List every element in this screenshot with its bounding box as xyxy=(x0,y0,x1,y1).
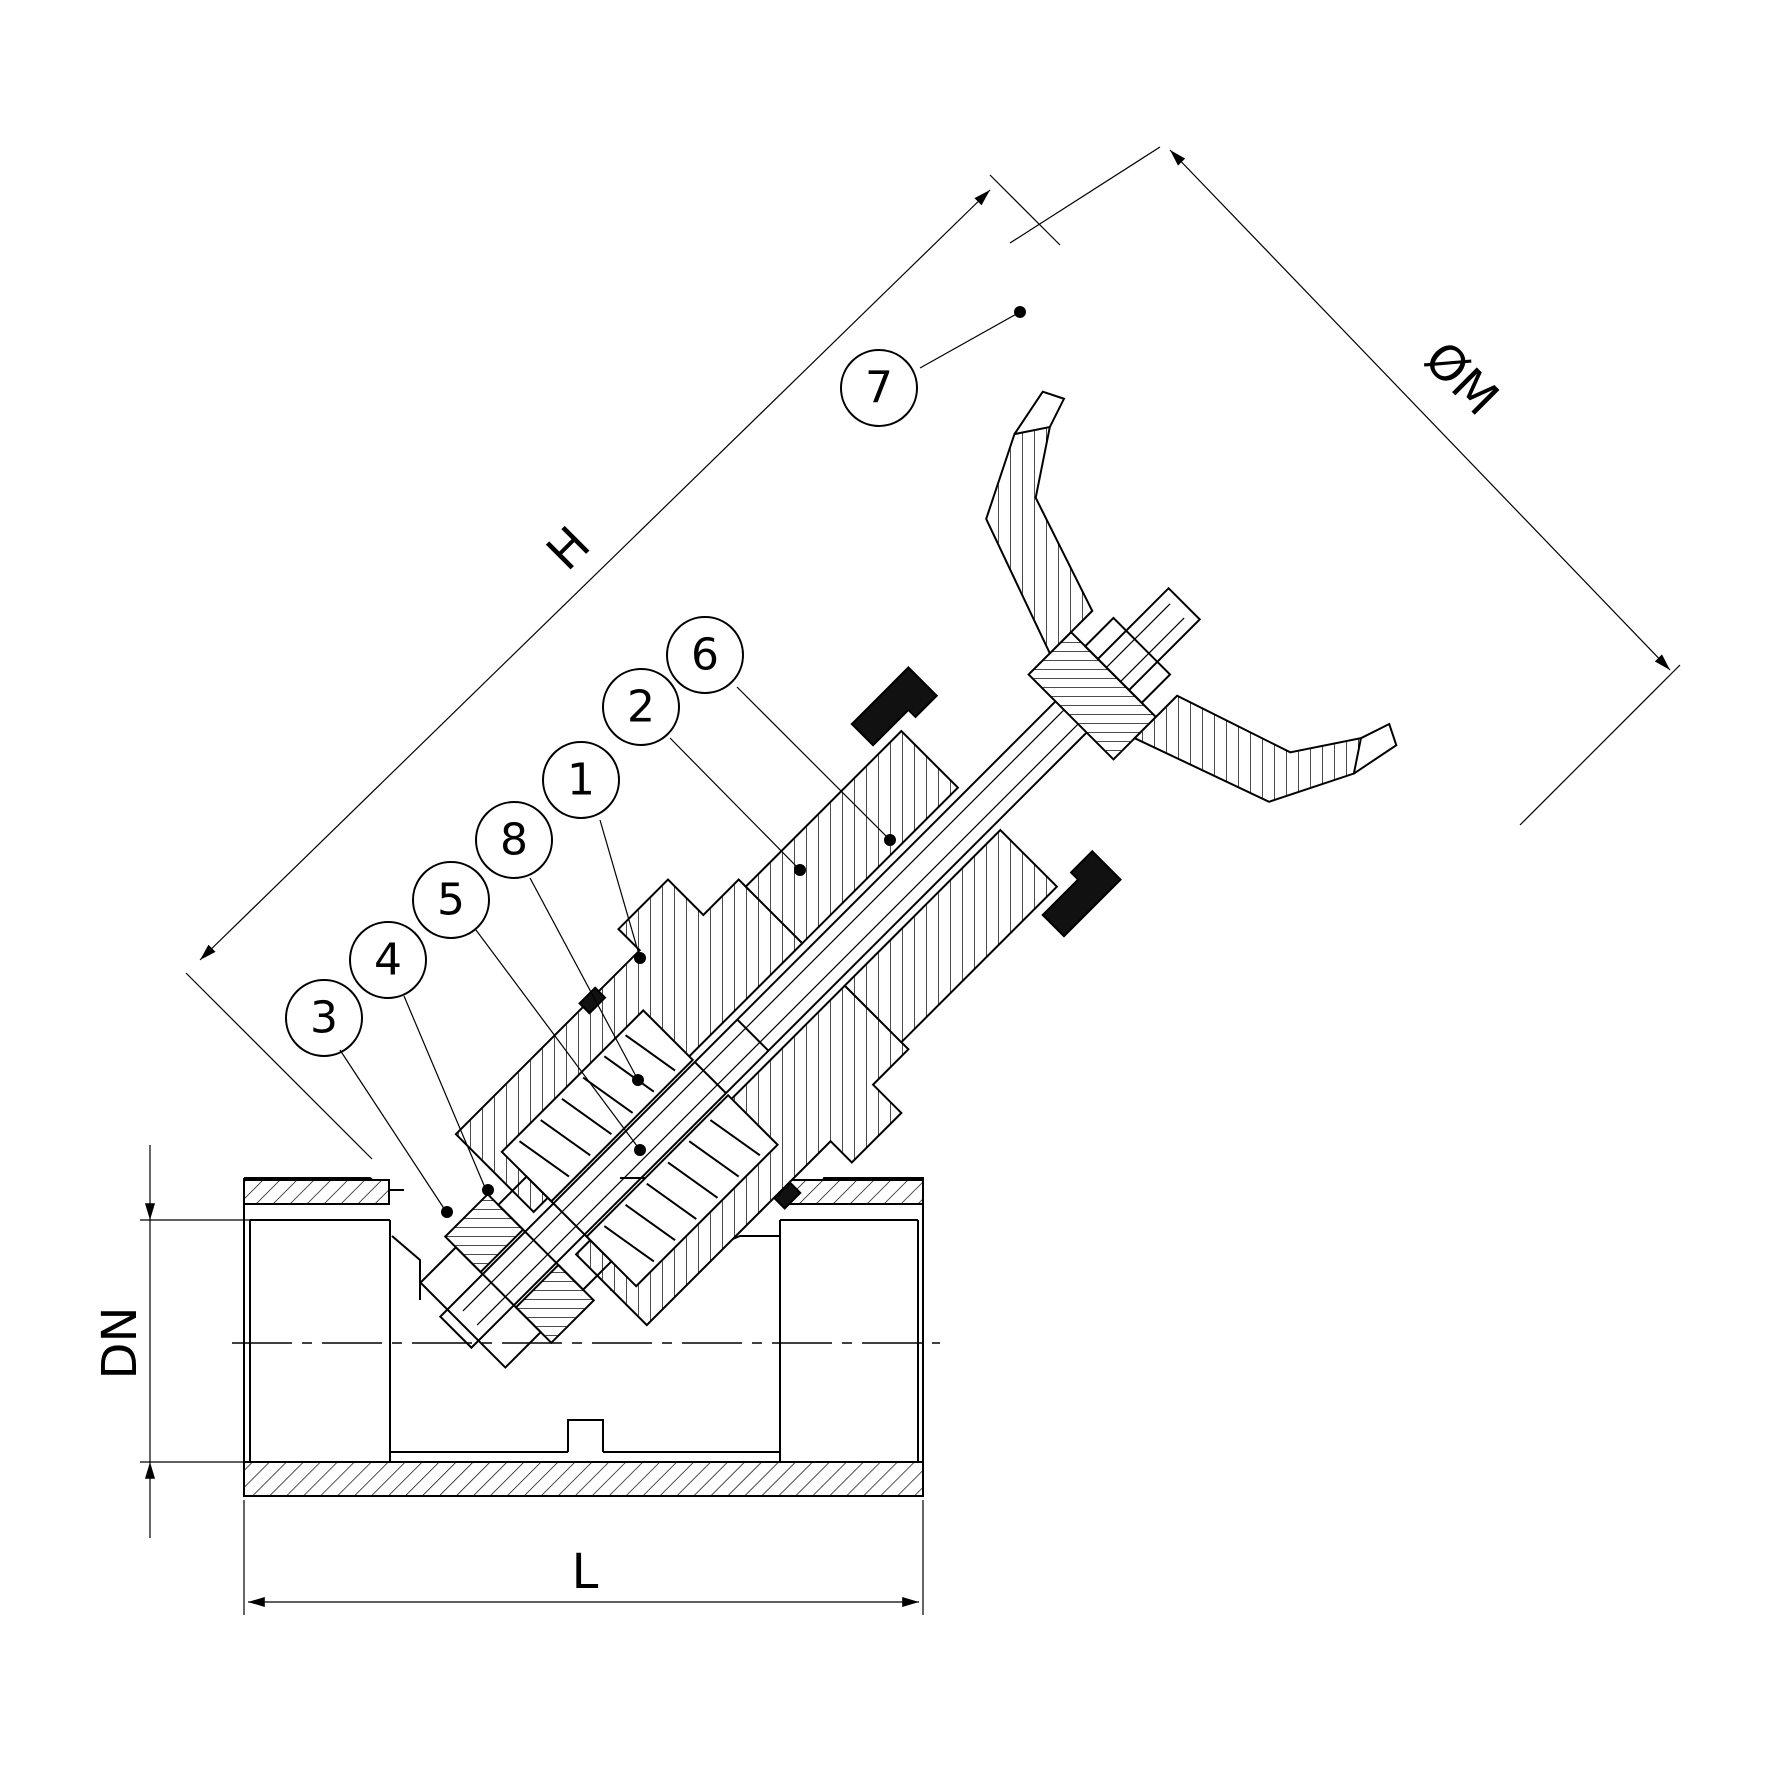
callout-3-label: 3 xyxy=(310,993,338,1044)
callout-7: 7 xyxy=(840,306,1026,427)
callout-4-label: 4 xyxy=(374,935,402,986)
dimension-m-label: ØM xyxy=(1414,331,1510,427)
bonnet-assembly xyxy=(419,390,1398,1369)
callout-1-label: 1 xyxy=(567,755,595,806)
callout-2: 2 xyxy=(602,668,806,876)
spring xyxy=(518,1034,761,1263)
dimension-h-label: H xyxy=(536,516,601,581)
callout-8-label: 8 xyxy=(500,815,528,866)
valve-body xyxy=(232,1177,940,1497)
callout-8: 8 xyxy=(475,801,644,1086)
callout-6-label: 6 xyxy=(691,630,719,681)
callout-5-label: 5 xyxy=(437,875,465,926)
callout-2-label: 2 xyxy=(627,682,655,733)
callout-6: 6 xyxy=(666,616,896,846)
callout-3: 3 xyxy=(285,979,453,1218)
callout-5: 5 xyxy=(412,861,646,1156)
callout-7-label: 7 xyxy=(865,363,893,414)
callout-4: 4 xyxy=(349,921,494,1196)
callouts: 7 6 2 1 8 xyxy=(285,306,1026,1218)
dimension-l-label: L xyxy=(572,1544,599,1600)
dimension-dn-label: DN xyxy=(92,1307,148,1380)
dimension-l: L xyxy=(243,1500,924,1615)
dimension-dn: DN xyxy=(92,1145,250,1538)
callout-1: 1 xyxy=(542,741,646,964)
